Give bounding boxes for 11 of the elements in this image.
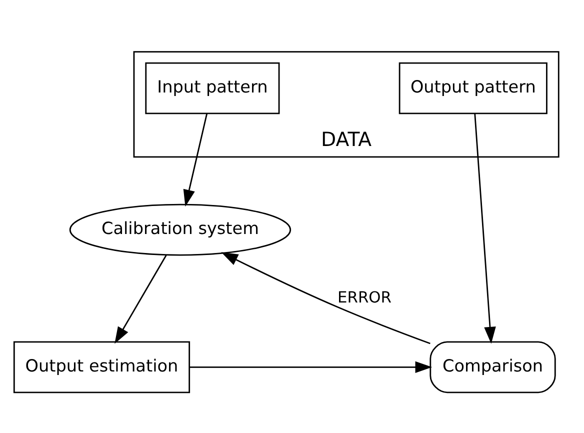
node-box: Output pattern (398, 62, 548, 114)
arrow (221, 252, 430, 344)
arrow (474, 114, 496, 344)
node-box: Input pattern (145, 62, 280, 114)
node-box: Output estimation (13, 341, 190, 394)
node-ellipse: Calibration system (69, 204, 292, 256)
edge-label: ERROR (338, 288, 392, 306)
arrow (114, 254, 167, 344)
node-box: Comparison (430, 341, 556, 394)
arrow (190, 361, 432, 374)
arrow (183, 114, 208, 207)
